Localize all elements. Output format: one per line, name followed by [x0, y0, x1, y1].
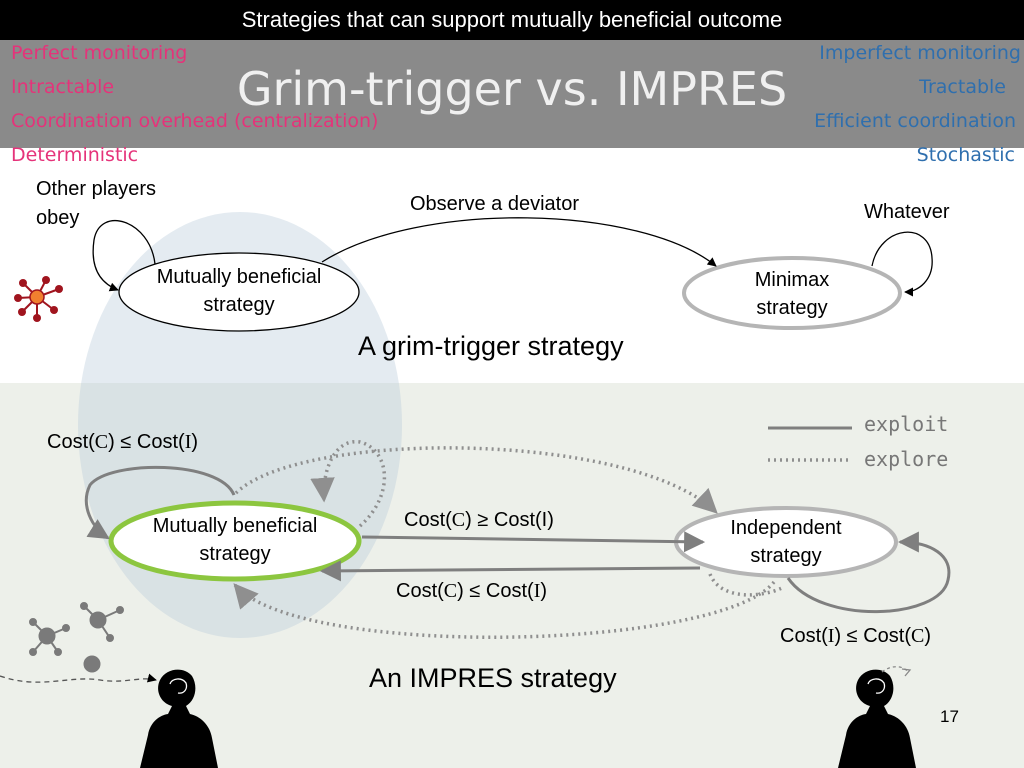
dashed-trail: [0, 673, 157, 683]
exploit-left-loop: [84, 465, 236, 540]
grim-beneficial-label: Mutually beneficial strategy: [156, 266, 322, 316]
cond-forward-label: Cost(C) ≥ Cost(I): [404, 509, 554, 531]
impres-beneficial-label: Mutually beneficial strategy: [152, 515, 318, 565]
legend-exploit-label: exploit: [864, 412, 949, 436]
grim-beneficial-node: [118, 252, 360, 332]
banner-text: Strategies that can support mutually ben…: [241, 7, 783, 32]
impres-caption: An IMPRES strategy: [369, 663, 617, 693]
whatever-loop: [871, 231, 933, 297]
left-property-4: Deterministic: [11, 144, 139, 166]
right-property-2: Tractable: [919, 76, 1006, 98]
exploit-right-loop: [786, 531, 951, 614]
loop-whatever-label: Whatever: [864, 201, 950, 223]
cond-back-label: Cost(C) ≤ Cost(I): [396, 580, 548, 602]
cond-top-left-label: Cost(C) ≤ Cost(I): [47, 431, 199, 453]
deviator-edge-label: Observe a deviator: [410, 193, 579, 215]
right-property-4: Stochastic: [916, 144, 1015, 166]
impres-independent-label: Independent strategy: [730, 517, 842, 567]
impres-beneficial-node: [108, 500, 362, 582]
agent-network-icon: [14, 276, 63, 322]
slide-title: Grim-trigger vs. IMPRES: [236, 62, 788, 116]
left-property-2: Intractable: [11, 76, 115, 98]
obey-loop: [92, 220, 156, 292]
right-property-3: Efficient coordination: [814, 110, 1016, 132]
grim-minimax-node: [682, 256, 902, 330]
person-left-icon: [140, 669, 218, 768]
banner-bar: [0, 0, 1024, 40]
legend-explore-label: explore: [864, 447, 949, 471]
explore-small-loop: [310, 440, 387, 528]
deviator-edge: [321, 217, 717, 267]
left-property-3: Coordination overhead (centralization): [11, 110, 379, 132]
grim-minimax-label: Minimax strategy: [754, 269, 830, 319]
explore-top-edge: [234, 446, 718, 514]
explore-right-small-loop: [708, 573, 783, 597]
grim-caption: A grim-trigger strategy: [358, 331, 624, 361]
explore-bottom-edge: [233, 580, 776, 639]
cond-right-label: Cost(I) ≤ Cost(C): [780, 625, 932, 647]
loop-obey-label: Other players obey: [36, 178, 157, 229]
right-property-1: Imperfect monitoring: [819, 42, 1021, 64]
left-property-1: Perfect monitoring: [11, 42, 188, 64]
gray-agents-icon: [29, 602, 124, 673]
exploit-back-edge: [319, 560, 701, 582]
page-number: 17: [940, 707, 959, 726]
person-right-icon: [838, 666, 916, 768]
title-bar: [0, 40, 1024, 148]
exploit-forward-edge: [361, 531, 706, 553]
